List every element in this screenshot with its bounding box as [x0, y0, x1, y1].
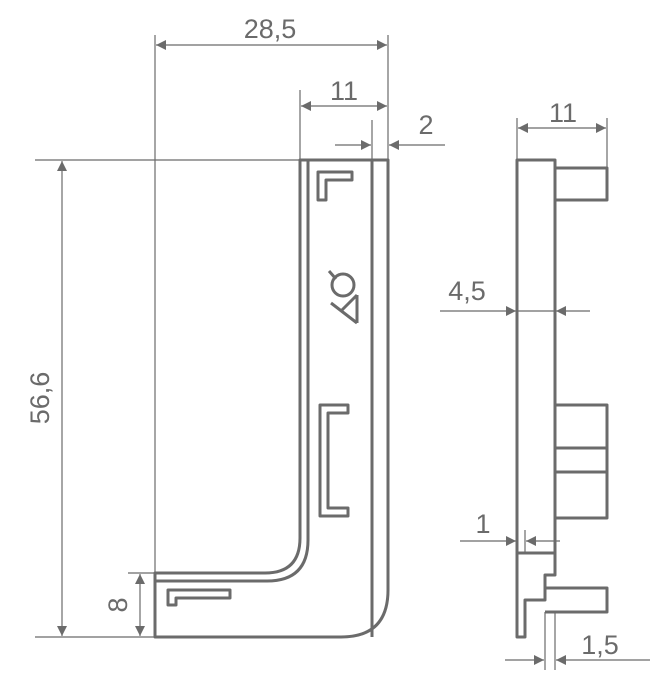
dim-wall: 2 — [418, 110, 433, 140]
upper-tab — [555, 166, 609, 202]
side-lip — [515, 553, 557, 639]
foot-clip-slot — [166, 588, 232, 607]
lower-tab — [545, 586, 609, 614]
top-clip-slot — [316, 170, 354, 202]
dim-height: 56,6 — [25, 372, 55, 425]
dim-body-thickness: 4,5 — [448, 276, 486, 306]
dim-tab-offset: 1,5 — [581, 630, 619, 660]
front-inner-line-left — [155, 160, 310, 583]
side-body — [515, 158, 557, 555]
front-outline — [153, 158, 390, 639]
dim-lip: 1 — [475, 509, 490, 539]
middle-clip-slot — [318, 403, 350, 518]
middle-tab — [555, 403, 609, 520]
logo-icon — [327, 270, 359, 325]
side-view: 11 4,5 1 1,5 — [440, 98, 650, 670]
dim-top-width: 11 — [330, 76, 358, 106]
dim-depth: 11 — [549, 98, 577, 128]
dim-foot-height: 8 — [103, 597, 133, 612]
front-view: 28,5 11 2 56,6 8 — [25, 14, 445, 639]
dim-total-width: 28,5 — [244, 14, 297, 44]
